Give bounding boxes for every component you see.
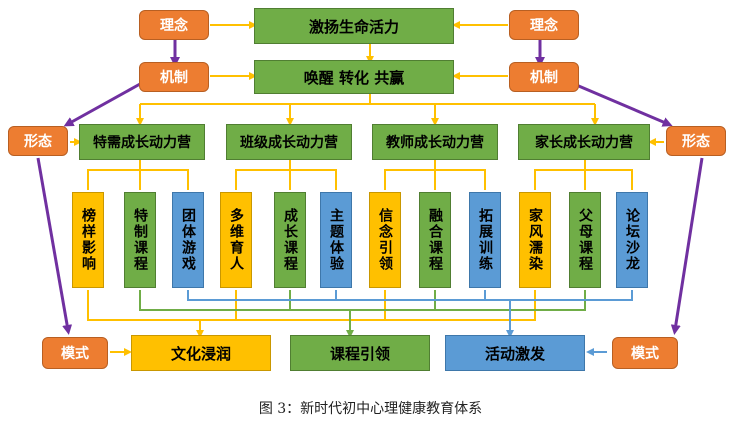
activity-label: 融合课程 (427, 208, 443, 272)
activity-label: 团体游戏 (180, 208, 196, 272)
activity-integrated-course: 融合课程 (419, 192, 451, 288)
concept-label-left: 理念 (160, 18, 188, 34)
form-label-left: 形态 (24, 134, 52, 150)
mechanism-goal-label: 唤醒 转化 共赢 (303, 68, 405, 87)
activity-parent-course: 父母课程 (569, 192, 601, 288)
form-box-left: 形态 (8, 126, 68, 156)
camp-label: 教师成长动力营 (386, 135, 484, 151)
activity-group-game: 团体游戏 (172, 192, 204, 288)
activity-expansion-training: 拓展训练 (469, 192, 501, 288)
activity-label: 信念引领 (377, 208, 393, 272)
camp-class: 班级成长动力营 (226, 124, 352, 160)
mode-box-left: 模式 (42, 337, 108, 369)
mode-label-left: 模式 (61, 346, 89, 362)
mechanism-box-right: 机制 (509, 62, 579, 92)
form-label-right: 形态 (682, 134, 710, 150)
purple-arrow-left-mechanism (63, 82, 141, 127)
outcome-label: 文化浸润 (170, 344, 231, 363)
camp-label: 家长成长动力营 (535, 135, 633, 151)
outcome-culture: 文化浸润 (131, 335, 271, 371)
camp-label: 特需成长动力营 (93, 135, 191, 151)
outcome-course: 课程引领 (290, 335, 430, 371)
concept-box-left: 理念 (139, 10, 209, 40)
activity-multi-education: 多维育人 (220, 192, 252, 288)
mechanism-goal-box: 唤醒 转化 共赢 (254, 60, 454, 94)
camp-label: 班级成长动力营 (240, 135, 338, 151)
camp-teacher: 教师成长动力营 (372, 124, 498, 160)
activity-growth-course: 成长课程 (274, 192, 306, 288)
activity-label: 父母课程 (577, 208, 593, 272)
purple-arrow-right-mechanism (573, 82, 673, 127)
purple-arrow-left-form (36, 157, 73, 335)
mode-label-right: 模式 (631, 346, 659, 362)
mechanism-label-left: 机制 (160, 70, 188, 86)
outcome-label: 活动激发 (484, 344, 545, 363)
activity-label: 家风濡染 (527, 208, 543, 272)
outcome-label: 课程引领 (329, 344, 390, 363)
form-box-right: 形态 (666, 126, 726, 156)
top-goal-box: 激扬生命活力 (254, 8, 454, 44)
purple-arrow-right-form (670, 157, 704, 335)
activity-label: 特制课程 (132, 208, 148, 272)
activity-forum-salon: 论坛沙龙 (616, 192, 648, 288)
camp-special-needs: 特需成长动力营 (79, 124, 205, 160)
mechanism-box-left: 机制 (139, 62, 209, 92)
concept-box-right: 理念 (509, 10, 579, 40)
activity-label: 成长课程 (282, 208, 298, 272)
camp-parent: 家长成长动力营 (518, 124, 650, 160)
mechanism-label-right: 机制 (530, 70, 558, 86)
activity-label: 论坛沙龙 (624, 208, 640, 272)
activity-special-course: 特制课程 (124, 192, 156, 288)
top-goal-label: 激扬生命活力 (308, 17, 399, 36)
figure-caption: 图 3：新时代初中心理健康教育体系 (258, 401, 483, 417)
mode-box-right: 模式 (612, 337, 678, 369)
activity-theme-experience: 主题体验 (320, 192, 352, 288)
activity-label: 多维育人 (228, 208, 244, 272)
outcome-activity: 活动激发 (445, 335, 585, 371)
activity-label: 主题体验 (328, 208, 344, 272)
activity-belief-guidance: 信念引领 (369, 192, 401, 288)
activity-label: 榜样影响 (80, 208, 96, 272)
activity-role-model: 榜样影响 (72, 192, 104, 288)
activity-label: 拓展训练 (477, 208, 493, 272)
concept-label-right: 理念 (530, 18, 558, 34)
activity-family-culture: 家风濡染 (519, 192, 551, 288)
